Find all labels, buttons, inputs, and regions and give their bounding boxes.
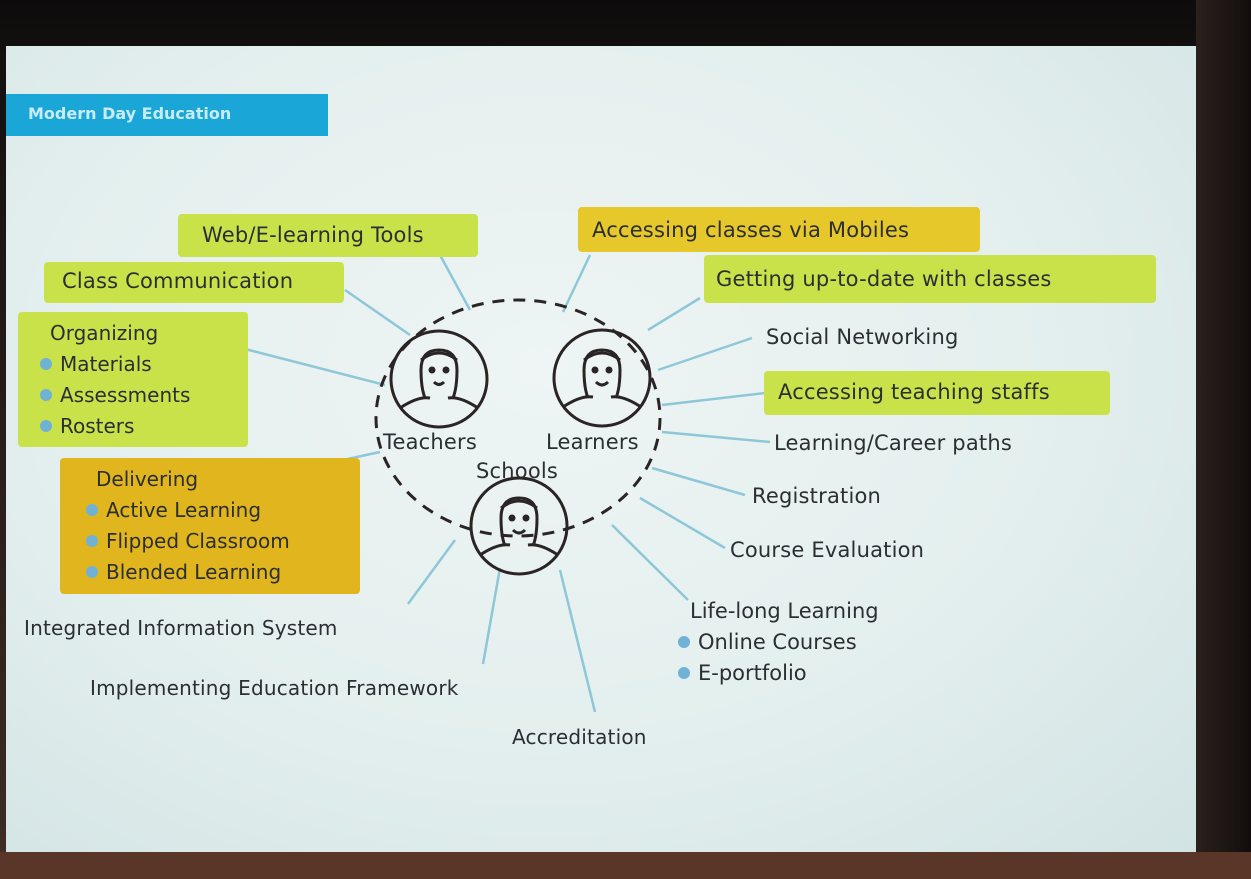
- connector-lines: [209, 254, 771, 713]
- accreditation-label: Accreditation: [512, 725, 647, 749]
- bullet-icon: [40, 420, 52, 432]
- organizing-heading: Organizing: [50, 321, 159, 345]
- bullet-icon: [678, 667, 690, 679]
- class-communication-label: Class Communication: [62, 269, 294, 293]
- delivering-item: Blended Learning: [86, 557, 290, 588]
- learner-avatar-icon: [552, 328, 652, 428]
- bullet-icon: [678, 636, 690, 648]
- organizing-item: Rosters: [40, 411, 190, 442]
- mobiles-box: Accessing classes via Mobiles: [578, 207, 980, 252]
- course-evaluation-label: Course Evaluation: [730, 538, 925, 562]
- projector-frame-bottom: [0, 852, 1251, 879]
- education-framework-label: Implementing Education Framework: [90, 676, 459, 700]
- integrated-system-label: Integrated Information System: [24, 616, 338, 640]
- school-avatar-icon: [469, 476, 569, 576]
- delivering-item: Active Learning: [86, 495, 290, 526]
- teachers-label: Teachers: [383, 430, 477, 454]
- class-communication-box: Class Communication: [44, 262, 344, 303]
- organizing-item: Materials: [40, 349, 190, 380]
- bullet-icon: [86, 535, 98, 547]
- social-networking-label: Social Networking: [766, 325, 959, 349]
- schools-dashed-circle: [374, 298, 662, 538]
- uptodate-box: Getting up-to-date with classes: [704, 255, 1156, 303]
- web-tools-box: Web/E-learning Tools: [178, 214, 478, 257]
- bullet-icon: [40, 358, 52, 370]
- bullet-icon: [86, 504, 98, 516]
- uptodate-label: Getting up-to-date with classes: [716, 267, 1052, 291]
- lifelong-heading: Life-long Learning: [690, 599, 879, 623]
- teaching-staffs-label: Accessing teaching staffs: [778, 380, 1050, 404]
- learners-label: Learners: [546, 430, 639, 454]
- projected-slide: [6, 46, 1196, 852]
- career-paths-label: Learning/Career paths: [774, 431, 1012, 455]
- delivering-item: Flipped Classroom: [86, 526, 290, 557]
- organizing-item: Assessments: [40, 380, 190, 411]
- delivering-heading: Delivering: [96, 467, 199, 491]
- lifelong-learning-group: Life-long Learning Online Courses E-port…: [678, 596, 879, 689]
- schools-label: Schools: [476, 459, 559, 483]
- web-tools-label: Web/E-learning Tools: [202, 223, 424, 247]
- organizing-box: Organizing Materials Assessments Rosters: [18, 312, 248, 447]
- registration-label: Registration: [752, 484, 882, 508]
- bullet-icon: [40, 389, 52, 401]
- slide-title-tab: Modern Day Education: [6, 94, 328, 136]
- lifelong-item: Online Courses: [678, 627, 879, 658]
- teaching-staffs-box: Accessing teaching staffs: [764, 371, 1110, 415]
- mobiles-label: Accessing classes via Mobiles: [592, 218, 910, 242]
- slide-title: Modern Day Education: [28, 104, 232, 123]
- projector-frame-right: [1196, 0, 1251, 879]
- bullet-icon: [86, 566, 98, 578]
- delivering-box: Delivering Active Learning Flipped Class…: [60, 458, 360, 594]
- lifelong-item: E-portfolio: [678, 658, 879, 689]
- teacher-avatar-icon: [389, 329, 489, 429]
